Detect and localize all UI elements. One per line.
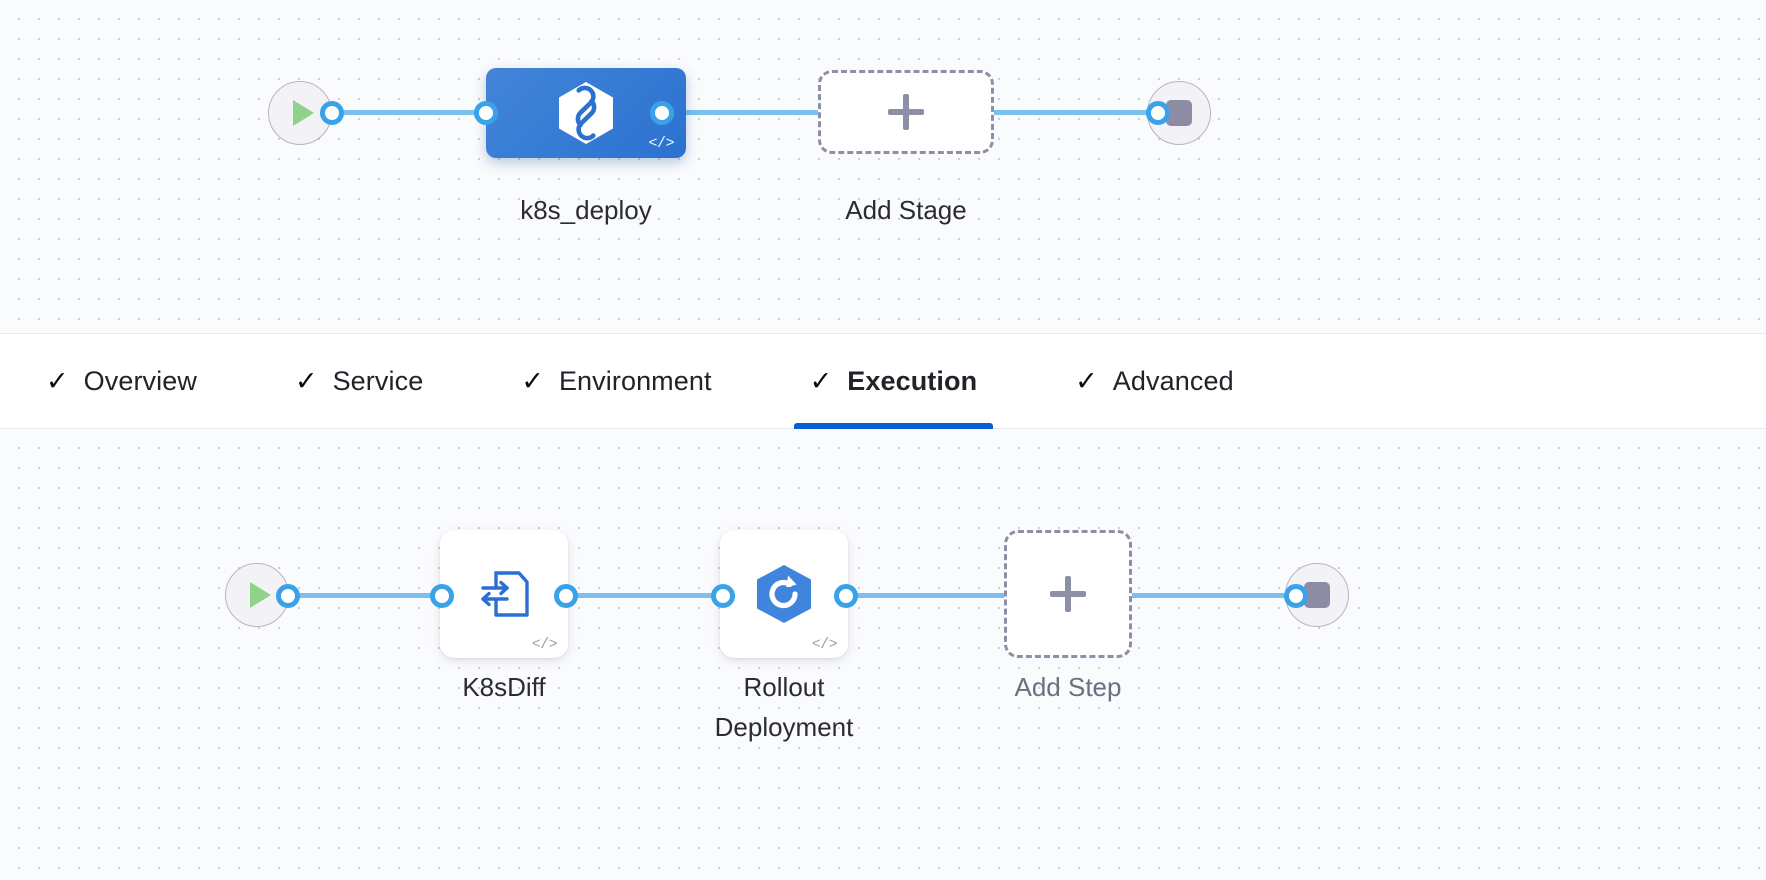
edge-add-step-to-end xyxy=(1128,593,1296,598)
check-icon: ✓ xyxy=(1075,365,1098,396)
add-stage-label: Add Stage xyxy=(845,195,967,225)
step-node-rollout-label: Rollout Deployment xyxy=(714,672,854,742)
step-node-k8sdiff[interactable]: </> xyxy=(440,530,568,658)
harness-hexagon-icon xyxy=(559,82,613,144)
k8s-diff-document-icon xyxy=(481,571,529,617)
edge-k8sdiff-to-rollout xyxy=(566,593,732,598)
tab-overview[interactable]: ✓ Overview xyxy=(30,334,213,428)
tab-execution[interactable]: ✓ Execution xyxy=(793,334,994,429)
edge-rollout-to-add-step xyxy=(846,593,1012,598)
check-icon: ✓ xyxy=(46,365,69,396)
add-step-button[interactable] xyxy=(1004,530,1132,658)
tab-service[interactable]: ✓ Service xyxy=(279,334,439,428)
plus-icon xyxy=(1050,576,1086,612)
stop-icon xyxy=(1166,100,1192,126)
step-code-badge[interactable]: </> xyxy=(811,636,838,653)
k8sdiff-input-port[interactable] xyxy=(430,584,454,608)
step-end-port[interactable] xyxy=(1284,584,1308,608)
rollout-input-port[interactable] xyxy=(711,584,735,608)
play-icon xyxy=(250,582,271,608)
tab-advanced-label: Advanced xyxy=(1112,365,1234,396)
plus-icon xyxy=(888,94,924,130)
edge-add-stage-to-end xyxy=(988,110,1164,115)
tab-execution-label: Execution xyxy=(847,365,978,396)
stage-config-tabs: ✓ Overview ✓ Service ✓ Environment ✓ Exe… xyxy=(0,333,1766,429)
play-icon xyxy=(293,100,314,126)
k8sdiff-output-port[interactable] xyxy=(554,584,578,608)
execution-graph-canvas[interactable]: </> K8sDiff </> Rollout Deployment xyxy=(0,429,1766,880)
rollout-hexagon-icon xyxy=(757,565,811,623)
stage-graph-canvas[interactable]: </> k8s_deploy Add Stage xyxy=(0,0,1766,333)
step-start-port[interactable] xyxy=(276,584,300,608)
stage-node-output-port[interactable] xyxy=(650,101,674,125)
stage-row: </> k8s_deploy Add Stage xyxy=(0,0,1766,333)
edge-start-to-k8sdiff xyxy=(288,593,454,598)
tab-advanced[interactable]: ✓ Advanced xyxy=(1059,334,1250,428)
tab-underline-active xyxy=(793,423,994,429)
step-node-k8sdiff-label: K8sDiff xyxy=(462,672,546,702)
stop-icon xyxy=(1304,582,1330,608)
stage-start-port[interactable] xyxy=(320,101,344,125)
tab-overview-label: Overview xyxy=(83,365,197,396)
edge-start-to-k8s-deploy xyxy=(332,110,492,115)
stage-node-label: k8s_deploy xyxy=(520,195,652,225)
check-icon: ✓ xyxy=(294,365,318,396)
step-code-badge[interactable]: </> xyxy=(531,636,558,653)
step-node-rollout-deployment[interactable]: </> xyxy=(720,530,848,658)
add-step-label: Add Step xyxy=(1014,672,1122,702)
check-icon: ✓ xyxy=(809,365,833,396)
add-stage-button[interactable] xyxy=(818,70,994,154)
check-icon: ✓ xyxy=(521,365,544,396)
tab-service-label: Service xyxy=(332,365,424,396)
stage-code-badge[interactable]: </> xyxy=(648,135,674,152)
rollout-output-port[interactable] xyxy=(834,584,858,608)
stage-end-port[interactable] xyxy=(1146,101,1170,125)
stage-node-input-port[interactable] xyxy=(474,101,498,125)
step-row: </> K8sDiff </> Rollout Deployment xyxy=(0,429,1766,880)
edge-k8s-deploy-to-add-stage xyxy=(662,110,824,115)
tab-environment-label: Environment xyxy=(558,365,712,396)
tab-environment[interactable]: ✓ Environment xyxy=(505,334,727,428)
